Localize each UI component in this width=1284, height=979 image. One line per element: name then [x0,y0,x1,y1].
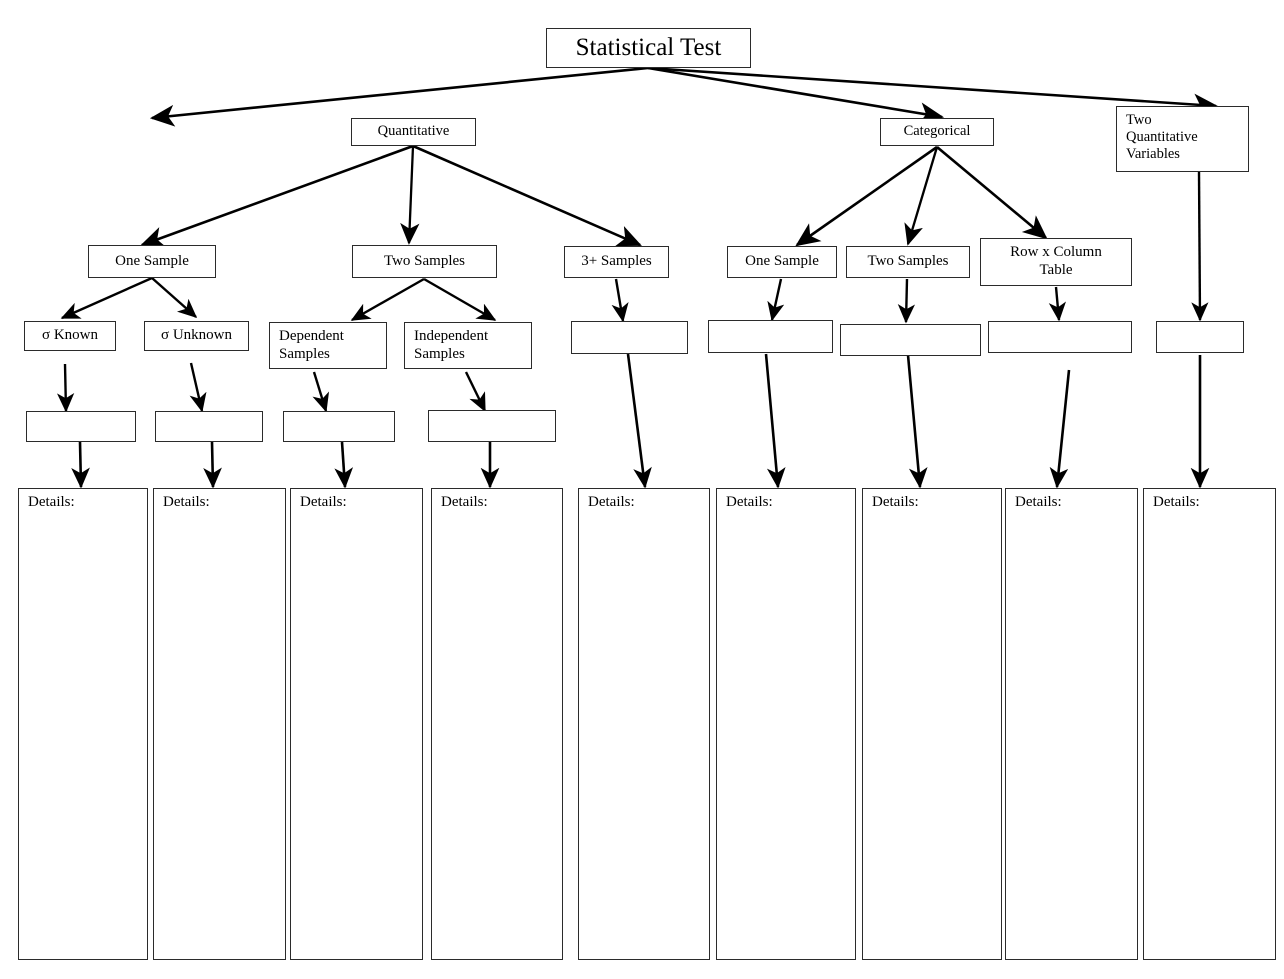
node-quant-three-plus-samples[interactable]: 3+ Samples [564,246,669,278]
answer-box-cat-one-sample[interactable] [708,320,833,353]
details-box-4-label: Details: [441,494,488,510]
edge-sigma-unknown-to-answer [189,362,207,413]
edge-answer2-to-details2 [203,441,222,489]
node-quant-one-sample-label: One Sample [115,252,189,269]
details-box-9[interactable]: Details: [1143,488,1276,960]
node-sigma-known-label: σ Known [41,327,98,344]
edge-categorical-to-cat-one-sample [795,145,938,247]
edge-root-to-quantitative [149,66,649,127]
edge-quantitative-to-one-sample [140,144,414,248]
details-box-7[interactable]: Details: [862,488,1002,960]
node-two-quantitative-variables[interactable]: Two Quantitative Variables [1116,106,1249,172]
node-quant-three-plus-samples-label: 3+ Samples [581,253,652,270]
details-box-3-label: Details: [300,494,347,510]
edge-two-samples-to-independent-samples [423,277,497,322]
details-box-2[interactable]: Details: [153,488,286,960]
edge-answer8-to-details8 [1049,369,1071,489]
answer-box-dependent-samples[interactable] [283,411,395,442]
node-cat-one-sample-label: One Sample [745,253,819,270]
details-box-7-label: Details: [872,494,919,510]
edge-sigma-known-to-answer [56,363,75,413]
answer-box-three-plus-samples[interactable] [571,321,688,354]
answer-box-row-x-column-table[interactable] [988,321,1132,353]
node-quantitative[interactable]: Quantitative [351,118,476,146]
answer-box-independent-samples[interactable] [428,410,556,442]
node-categorical-label: Categorical [903,123,971,140]
node-statistical-test[interactable]: Statistical Test [546,28,751,68]
details-box-5[interactable]: Details: [578,488,710,960]
edge-dependent-samples-to-answer [312,371,330,413]
edge-one-sample-to-sigma-unknown [151,277,198,318]
edge-cat-two-samples-to-answer [897,278,916,324]
edge-two-samples-to-dependent-samples [350,277,425,322]
edge-answer7-to-details7 [906,354,928,489]
node-quant-two-samples-label: Two Samples [383,252,466,269]
node-categorical[interactable]: Categorical [880,118,994,146]
answer-box-sigma-unknown[interactable] [155,411,263,442]
edge-answer6-to-details6 [764,353,786,489]
node-dependent-samples[interactable]: Dependent Samples [269,322,387,369]
node-quantitative-label: Quantitative [377,123,450,140]
edge-three-plus-samples-to-answer [611,278,629,323]
details-box-9-label: Details: [1153,494,1200,510]
node-cat-two-samples[interactable]: Two Samples [846,246,970,278]
node-cat-row-x-column-table-label: Row x Column Table [1010,244,1102,278]
edge-independent-samples-to-answer [464,371,487,413]
details-box-3[interactable]: Details: [290,488,423,960]
edge-categorical-to-cat-two-samples [904,146,939,246]
details-box-6-label: Details: [726,494,773,510]
details-box-1[interactable]: Details: [18,488,148,960]
edge-quantitative-to-two-samples [400,145,420,245]
answer-box-two-quantitative-variables[interactable] [1156,321,1244,353]
details-box-1-label: Details: [28,494,75,510]
node-cat-two-samples-label: Two Samples [867,253,949,270]
edge-answer1-to-details1 [71,441,90,489]
details-box-2-label: Details: [163,494,210,510]
details-box-6[interactable]: Details: [716,488,856,960]
node-sigma-unknown[interactable]: σ Unknown [144,321,249,351]
node-independent-samples[interactable]: Independent Samples [404,322,532,369]
edge-categorical-to-row-x-column-table [936,146,1048,240]
edge-two-quantitative-variables-to-answer [1191,171,1209,322]
details-box-4[interactable]: Details: [431,488,563,960]
node-quant-one-sample[interactable]: One Sample [88,245,216,278]
edge-row-x-column-table-to-answer [1048,286,1066,322]
answer-box-sigma-known[interactable] [26,411,136,442]
answer-box-cat-two-samples[interactable] [840,324,981,356]
node-independent-samples-label: Independent Samples [414,328,489,362]
node-quant-two-samples[interactable]: Two Samples [352,245,497,278]
details-box-8-label: Details: [1015,494,1062,510]
edge-cat-one-sample-to-answer [767,278,785,322]
node-cat-one-sample[interactable]: One Sample [727,246,837,278]
details-box-5-label: Details: [588,494,635,510]
edge-root-to-two-quantitative-variables [647,66,1219,116]
node-cat-row-x-column-table[interactable]: Row x Column Table [980,238,1132,286]
node-statistical-test-label: Statistical Test [575,34,722,62]
edge-one-sample-to-sigma-known [60,276,153,320]
edge-root-to-categorical [647,66,945,125]
node-sigma-known[interactable]: σ Known [24,321,116,351]
node-two-quantitative-variables-label: Two Quantitative Variables [1126,112,1198,163]
edge-answer5-to-details5 [626,353,652,489]
edge-answer3-to-details3 [334,441,354,489]
edge-quantitative-to-three-plus-samples [412,144,642,247]
details-box-8[interactable]: Details: [1005,488,1138,960]
node-sigma-unknown-label: σ Unknown [160,327,232,344]
node-dependent-samples-label: Dependent Samples [279,328,344,362]
